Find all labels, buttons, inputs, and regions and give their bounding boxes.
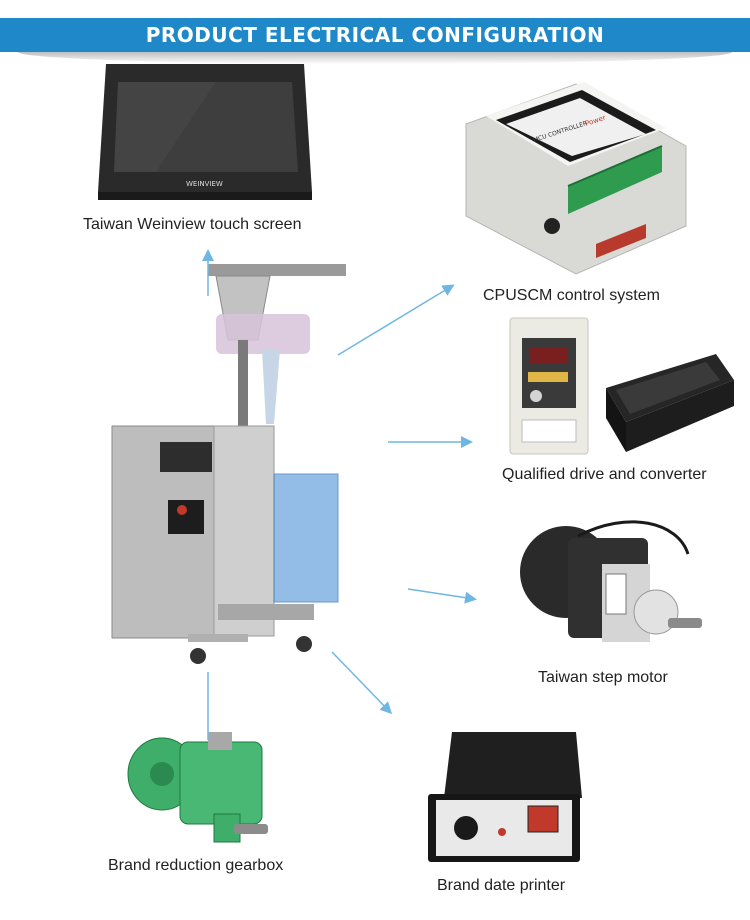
arrow-to-step-motor <box>407 588 477 604</box>
caption-date-printer: Brand date printer <box>437 877 566 894</box>
caption-drive-converter: Qualified drive and converter <box>502 466 707 483</box>
caption-touch-screen: Taiwan Weinview touch screen <box>83 216 302 233</box>
arrow-to-date-printer <box>331 651 393 715</box>
caption-step-motor: Taiwan step motor <box>538 669 668 686</box>
caption-control-system: CPUSCM control system <box>483 287 660 304</box>
page-title: PRODUCT ELECTRICAL CONFIGURATION <box>145 23 605 47</box>
date-printer-image <box>424 728 584 864</box>
banner-shadow <box>18 52 732 64</box>
packing-machine-image <box>98 254 346 668</box>
drive-converter-image <box>506 314 738 462</box>
gearbox-image <box>122 722 286 852</box>
arrow-to-control-system <box>337 284 455 356</box>
banner-bar: PRODUCT ELECTRICAL CONFIGURATION <box>0 18 750 52</box>
caption-gearbox: Brand reduction gearbox <box>108 857 284 874</box>
header-banner: PRODUCT ELECTRICAL CONFIGURATION <box>0 0 750 66</box>
step-motor-image <box>518 514 708 654</box>
touch-screen-image: WEINVIEW <box>96 62 314 202</box>
control-system-image: MCU CONTROLLER Power <box>456 76 688 276</box>
weinview-logo-text: WEINVIEW <box>186 180 223 188</box>
